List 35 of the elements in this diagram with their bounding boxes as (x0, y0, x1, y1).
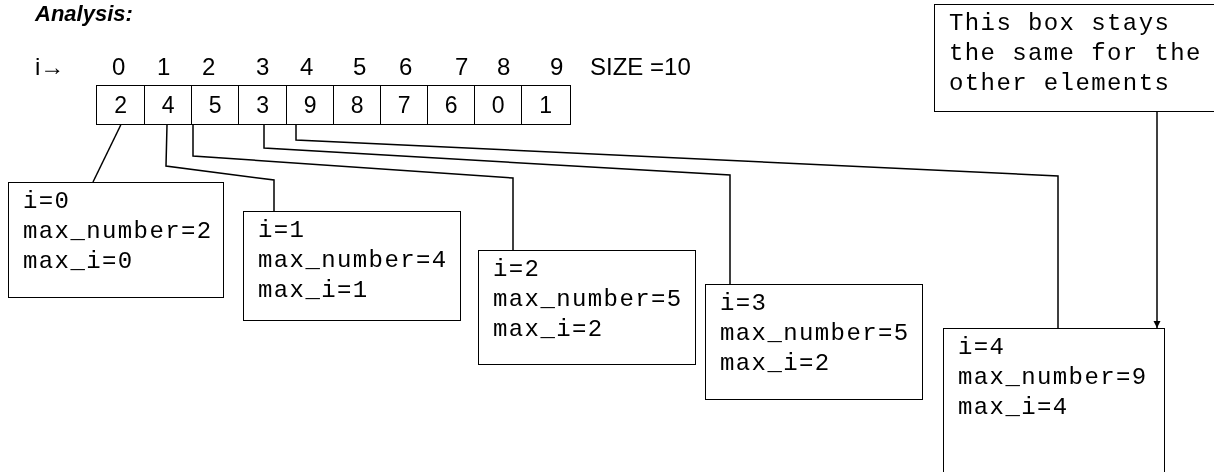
leader-line (263, 124, 731, 285)
array-cell: 0 (474, 85, 523, 125)
index-label: i→ (35, 53, 65, 81)
array-cell: 7 (380, 85, 429, 125)
state-box: i=4 max_number=9 max_i=4 (943, 328, 1165, 472)
array-cell: 2 (96, 85, 146, 125)
size-label: SIZE =10 (590, 53, 691, 81)
state-box: i=0 max_number=2 max_i=0 (8, 182, 224, 298)
index-number: 2 (202, 53, 216, 81)
index-number: 6 (399, 53, 413, 81)
array-cell: 6 (427, 85, 476, 125)
arrow (1153, 111, 1161, 329)
state-box: i=2 max_number=5 max_i=2 (478, 250, 696, 365)
array-cell: 5 (191, 85, 240, 125)
leader-line (165, 124, 275, 212)
leader-line (192, 124, 514, 251)
array-cell: 1 (521, 85, 571, 125)
index-number: 4 (300, 53, 314, 81)
title: Analysis: (35, 0, 133, 28)
state-box: i=3 max_number=5 max_i=2 (705, 284, 923, 400)
state-box: i=1 max_number=4 max_i=1 (243, 211, 461, 321)
leader-line (295, 124, 1059, 329)
note-box: This box stays the same for the other elements (934, 4, 1214, 112)
array-cell: 9 (286, 85, 335, 125)
leader-line (92, 124, 122, 183)
array-cell: 3 (238, 85, 288, 125)
index-number: 8 (497, 53, 511, 81)
index-number: 7 (455, 53, 469, 81)
index-number: 3 (256, 53, 270, 81)
index-number: 1 (157, 53, 171, 81)
array-cell: 8 (333, 85, 382, 125)
index-number: 9 (550, 53, 564, 81)
index-number: 5 (353, 53, 367, 81)
index-number: 0 (112, 53, 126, 81)
array-cell: 4 (144, 85, 193, 125)
